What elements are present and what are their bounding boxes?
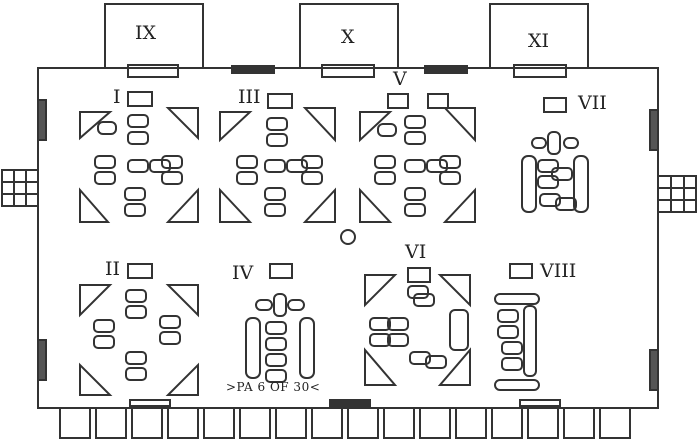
part-stamp: >PA 6 OF 30< — [226, 380, 321, 394]
relay-block-v — [359, 93, 476, 223]
connector-xi-housing — [489, 3, 589, 69]
relay-block-vi — [364, 267, 471, 386]
block-vii-label: VII — [578, 92, 607, 114]
bottom-pin-row — [59, 407, 631, 439]
connector-xi-label: XI — [528, 30, 550, 52]
connector-x-housing — [299, 3, 399, 69]
relay-block-viii — [494, 263, 540, 391]
block-i-label: I — [113, 86, 121, 108]
connector-x-label: X — [341, 26, 355, 48]
right-side-connector — [657, 175, 697, 213]
relay-block-iii — [219, 93, 336, 223]
block-ii-label: II — [105, 258, 121, 280]
relay-block-iv — [245, 263, 315, 383]
block-iv-label: IV — [232, 262, 254, 284]
block-viii-label: VIII — [540, 260, 577, 282]
mounting-hole — [340, 229, 356, 245]
block-vi-label: VI — [405, 241, 427, 263]
block-iii-label: III — [238, 86, 261, 108]
relay-block-i — [79, 91, 199, 223]
connector-ix-label: IX — [135, 22, 157, 44]
relay-block-ii — [79, 263, 199, 396]
left-side-connector — [1, 169, 39, 207]
housing-outline — [37, 67, 659, 409]
block-v-label: V — [393, 68, 407, 90]
connector-ix-housing — [104, 3, 204, 69]
relay-block-vii — [521, 97, 589, 213]
